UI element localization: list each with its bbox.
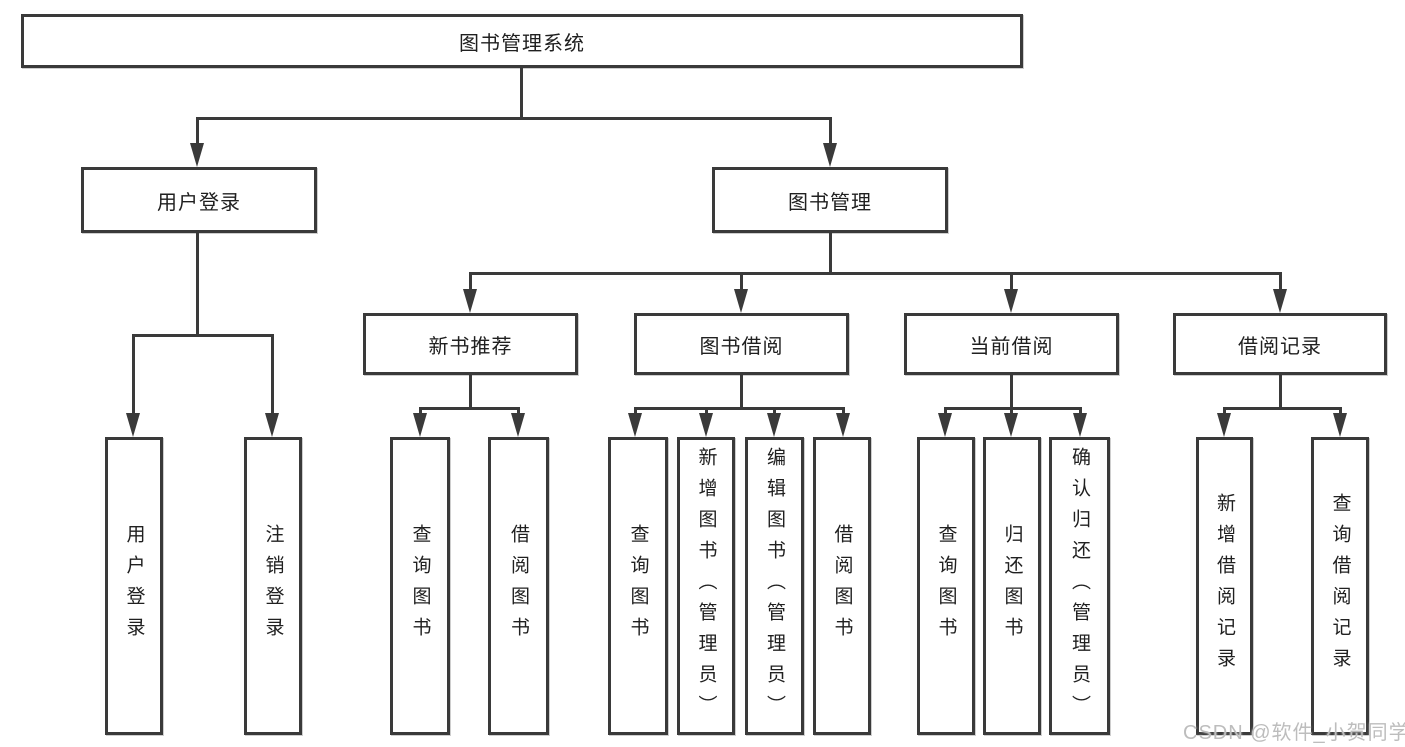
node-book-management-label: 图书管理	[788, 191, 872, 214]
connector-drop-leaf	[705, 407, 708, 417]
arrow-down-icon	[463, 289, 477, 313]
arrow-down-icon	[1073, 413, 1087, 437]
leaf-user-login-label: 用户登录	[123, 524, 145, 648]
leaf-query-books-recommend-label: 查询图书	[409, 524, 431, 648]
connector-drop-leaf	[634, 407, 637, 417]
node-user-login-label: 用户登录	[157, 191, 241, 214]
node-current-borrow-label: 当前借阅	[969, 335, 1054, 358]
arrow-down-icon	[1273, 289, 1287, 313]
connector-drop-user-login	[196, 117, 199, 145]
csdn-watermark: CSDN @软件_小贺同学	[1183, 722, 1405, 744]
node-current-borrow: 当前借阅	[904, 313, 1119, 375]
connector-root-trunk	[520, 68, 523, 119]
leaf-logout-label: 注销登录	[262, 524, 284, 648]
leaf-confirm-return-admin-label: 确认归还（管理员）	[1069, 446, 1090, 726]
leaf-add-books-admin: 新增图书（管理员）	[677, 437, 735, 735]
connector-drop-leaf	[1079, 407, 1082, 417]
node-root: 图书管理系统	[21, 14, 1023, 68]
node-book-management: 图书管理	[712, 167, 948, 233]
arrow-down-icon	[628, 413, 642, 437]
leaf-borrow-books-recommend: 借阅图书	[488, 437, 549, 735]
connector-level2-bus	[196, 117, 832, 120]
connector-drop-leaf	[773, 407, 776, 417]
connector-drop-new-book	[469, 272, 472, 292]
node-book-borrow-label: 图书借阅	[699, 335, 784, 358]
leaf-query-books-current: 查询图书	[917, 437, 975, 735]
node-borrow-records-label: 借阅记录	[1238, 335, 1322, 358]
arrow-down-icon	[413, 413, 427, 437]
leaf-query-books-borrow-label: 查询图书	[627, 524, 649, 648]
arrow-down-icon	[699, 413, 713, 437]
arrow-down-icon	[823, 143, 837, 167]
arrow-down-icon	[190, 143, 204, 167]
connector-borrow-records-trunk	[1279, 375, 1282, 409]
connector-user-login-trunk	[196, 233, 199, 337]
arrow-down-icon	[1004, 289, 1018, 313]
arrow-down-icon	[511, 413, 525, 437]
connector-drop-leaf	[1010, 407, 1013, 417]
connector-level3-bus	[469, 272, 1281, 275]
leaf-query-borrow-record-label: 查询借阅记录	[1329, 493, 1351, 679]
connector-new-book-bus	[419, 407, 520, 410]
leaf-edit-books-admin-label: 编辑图书（管理员）	[764, 446, 785, 726]
leaf-edit-books-admin: 编辑图书（管理员）	[745, 437, 804, 735]
connector-drop-leaf	[271, 334, 274, 415]
node-borrow-records: 借阅记录	[1173, 313, 1387, 375]
arrow-down-icon	[1217, 413, 1231, 437]
connector-drop-current-borrow	[1010, 272, 1013, 292]
leaf-logout: 注销登录	[244, 437, 302, 735]
connector-drop-leaf	[842, 407, 845, 417]
arrow-down-icon	[767, 413, 781, 437]
leaf-borrow-books: 借阅图书	[813, 437, 871, 735]
leaf-confirm-return-admin: 确认归还（管理员）	[1049, 437, 1110, 735]
node-root-label: 图书管理系统	[459, 32, 585, 55]
node-user-login: 用户登录	[81, 167, 317, 233]
connector-drop-leaf	[944, 407, 947, 417]
connector-drop-leaf	[132, 334, 135, 415]
connector-drop-leaf	[517, 407, 520, 417]
node-new-book-recommend-label: 新书推荐	[428, 335, 513, 358]
connector-user-login-bus	[132, 334, 273, 337]
arrow-down-icon	[836, 413, 850, 437]
leaf-return-books-label: 归还图书	[1001, 524, 1023, 648]
connector-book-borrow-bus	[634, 407, 844, 410]
leaf-user-login: 用户登录	[105, 437, 163, 735]
arrow-down-icon	[265, 413, 279, 437]
leaf-borrow-books-label: 借阅图书	[831, 524, 853, 648]
leaf-query-books-current-label: 查询图书	[935, 524, 957, 648]
node-book-borrow: 图书借阅	[634, 313, 849, 375]
connector-drop-book-management	[829, 117, 832, 145]
leaf-query-books-borrow: 查询图书	[608, 437, 668, 735]
node-new-book-recommend: 新书推荐	[363, 313, 578, 375]
leaf-query-books-recommend: 查询图书	[390, 437, 450, 735]
connector-drop-leaf	[419, 407, 422, 417]
connector-book-management-trunk	[829, 233, 832, 274]
leaf-add-books-admin-label: 新增图书（管理员）	[695, 446, 717, 726]
connector-new-book-trunk	[469, 375, 472, 409]
connector-drop-leaf	[1223, 407, 1226, 417]
arrow-down-icon	[126, 413, 140, 437]
connector-drop-leaf	[1339, 407, 1342, 417]
arrow-down-icon	[938, 413, 952, 437]
arrow-down-icon	[734, 289, 748, 313]
arrow-down-icon	[1004, 413, 1018, 437]
leaf-add-borrow-record-label: 新增借阅记录	[1214, 493, 1235, 679]
connector-drop-borrow-records	[1279, 272, 1282, 292]
connector-drop-book-borrow	[740, 272, 743, 292]
connector-current-borrow-trunk	[1010, 375, 1013, 409]
leaf-add-borrow-record: 新增借阅记录	[1196, 437, 1253, 735]
connector-borrow-records-bus	[1223, 407, 1341, 410]
connector-book-borrow-trunk	[740, 375, 743, 409]
arrow-down-icon	[1333, 413, 1347, 437]
leaf-query-borrow-record: 查询借阅记录	[1311, 437, 1369, 735]
leaf-return-books: 归还图书	[983, 437, 1041, 735]
leaf-borrow-books-recommend-label: 借阅图书	[508, 524, 529, 648]
